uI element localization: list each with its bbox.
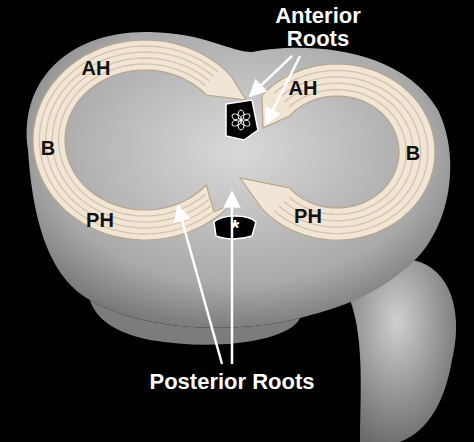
meniscus-fiber: [289, 90, 406, 215]
meniscus: [240, 64, 435, 240]
meniscus-fiber: [39, 46, 218, 234]
flower-symbol: [231, 110, 251, 130]
part-label: PH: [294, 206, 322, 227]
attachment-patch: [226, 100, 258, 140]
meniscus-fiber: [279, 77, 421, 227]
meniscus-fiber: [52, 58, 209, 222]
meniscus-fiber: [274, 70, 428, 233]
leader-arrow: [178, 206, 222, 364]
callout-label: Anterior Roots: [263, 4, 373, 50]
meniscus-fiber: [46, 52, 214, 228]
part-label: B: [406, 143, 420, 164]
tibia-plateau: [27, 32, 451, 328]
leader-arrow: [250, 56, 292, 96]
meniscus-fiber: [284, 83, 413, 221]
part-label: AH: [289, 78, 318, 99]
attachment-patch: [214, 216, 256, 239]
symbol-label: *: [231, 216, 240, 239]
meniscus: [33, 40, 246, 240]
part-label: PH: [86, 210, 114, 231]
callout-label: Posterior Roots: [147, 370, 317, 393]
meniscus-fiber: [59, 64, 205, 216]
tibia-rim: [90, 300, 300, 345]
part-label: B: [41, 138, 55, 159]
part-label: AH: [82, 58, 111, 79]
